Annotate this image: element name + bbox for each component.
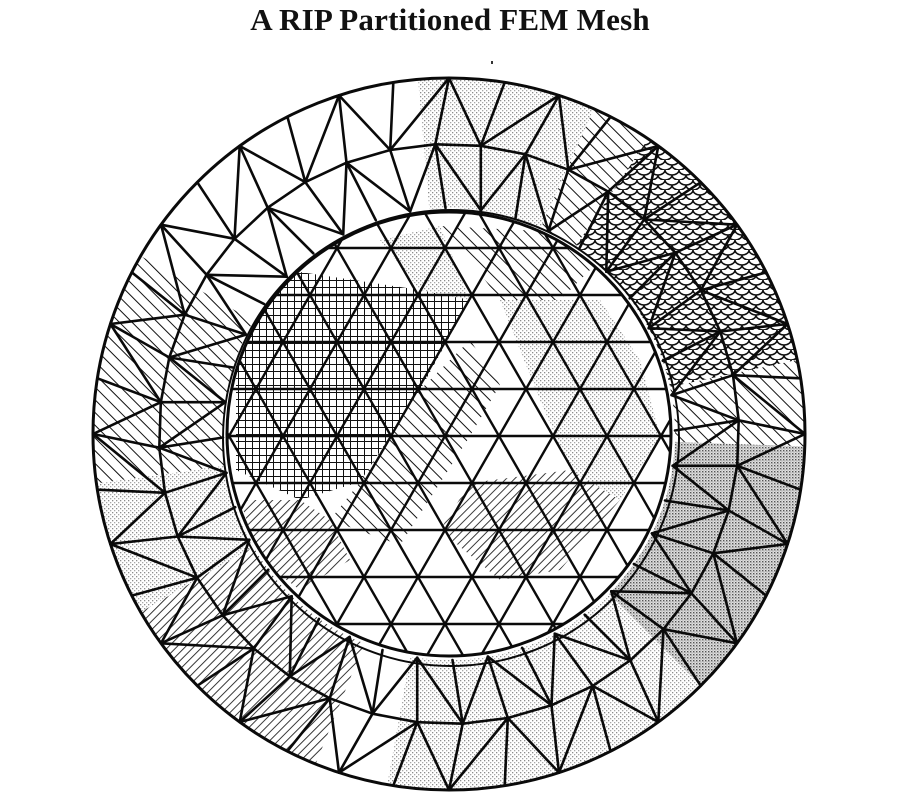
inner-partition-fills: [227, 212, 671, 656]
ring-partition-stipple: [418, 78, 594, 228]
ring-partition-scales: [575, 138, 798, 387]
ring-mesh-edges: [91, 76, 807, 792]
inner-partition-hatch-fwd: [440, 226, 600, 300]
ring-partition-blank: [315, 643, 410, 785]
inner-boundary-circle: [225, 210, 673, 658]
figure-title: A RIP Partitioned FEM Mesh: [250, 2, 650, 37]
ring-partition-stipple: [96, 465, 254, 612]
inner-partition-hatch-fwd: [330, 340, 500, 545]
inner-partition-crosshatch: [236, 272, 470, 500]
scan-speck: [491, 61, 493, 64]
ring-partition-hatch-fwd: [540, 108, 649, 247]
inner-partition-hatch-back: [240, 500, 350, 590]
ring-partition-blank: [140, 79, 430, 322]
ring-partition-hatch-fwd: [93, 256, 254, 484]
inner-partition-stipple: [500, 300, 660, 500]
inner-boundary-circle-secondary: [222, 209, 680, 667]
outer-boundary-circle: [91, 76, 807, 792]
